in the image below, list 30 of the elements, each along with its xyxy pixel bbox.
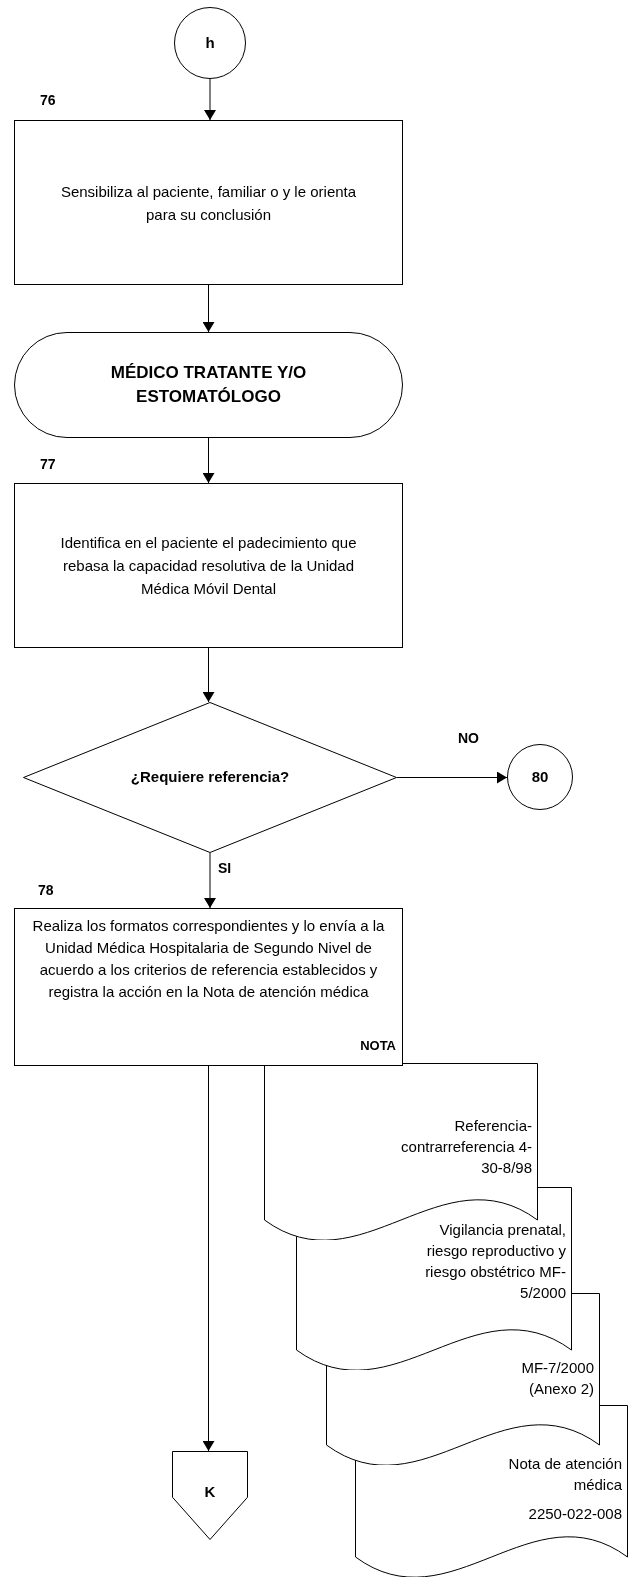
connector-label: K — [204, 1482, 216, 1502]
note-label: NOTA — [360, 1036, 396, 1055]
process-text: Realiza los formatos correspondientes y lo envía a la Unidad Médica Hospitalaria de Segundo Nivel de acuerdo a los criterios de referencia establecidos y registra la acción en la Nota de atención médica — [31, 916, 386, 1002]
document-shape — [355, 1405, 628, 1577]
decision-diamond — [23, 702, 397, 853]
document-text: 2250-022-008 — [528, 1504, 622, 1524]
step-number: 77 — [40, 455, 56, 474]
offpage-connector — [172, 1451, 248, 1540]
document-text: Referencia- contrarreferencia 4- 30-8/98 — [400, 1116, 532, 1178]
connector-label: 80 — [531, 766, 549, 787]
arrow — [202, 284, 215, 333]
process-text: Identifica en el paciente el padecimiento que rebasa la capacidad resolutiva de la Unidad Médica Móvil Dental — [59, 533, 358, 599]
arrow — [396, 771, 508, 784]
process-box — [14, 483, 403, 648]
document-text: Vigilancia prenatal, riesgo reproductivo y riesgo obstétrico MF- 5/2000 — [424, 1220, 566, 1303]
arrow — [204, 78, 216, 121]
document-text: MF-7/2000 (Anexo 2) — [520, 1358, 594, 1399]
step-number: 76 — [40, 91, 56, 110]
role-title: MÉDICO TRATANTE Y/O ESTOMATÓLOGO — [109, 362, 308, 408]
arrow — [202, 1065, 215, 1452]
arrow — [202, 437, 215, 484]
decision-text: ¿Requiere referencia? — [130, 767, 290, 788]
step-number: 78 — [38, 881, 54, 900]
process-box — [14, 908, 403, 1066]
connector-label: h — [205, 32, 215, 53]
process-text: Sensibiliza al paciente, familiar o y le orienta para su conclusión — [59, 181, 358, 225]
document-text: Nota de atención médica — [507, 1454, 622, 1495]
arrow — [202, 647, 215, 703]
process-box — [14, 120, 403, 285]
arrow — [204, 852, 216, 909]
